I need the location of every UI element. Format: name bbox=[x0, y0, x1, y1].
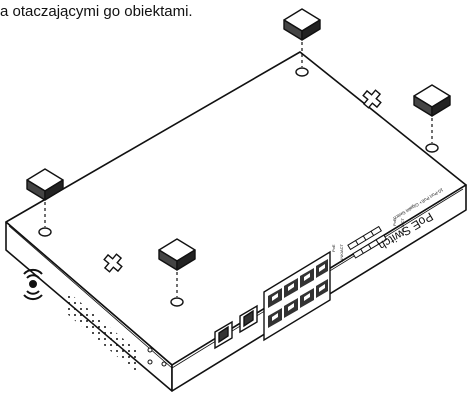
foot-spot-1 bbox=[295, 67, 309, 77]
foot-spot-2 bbox=[425, 143, 439, 153]
foot-mounting-spots bbox=[38, 67, 439, 307]
led-indicator-panel bbox=[347, 225, 388, 259]
panel-label-linkact-2: LINK/ACT bbox=[400, 217, 405, 236]
rubber-foot-1 bbox=[283, 8, 321, 41]
uplink-ports bbox=[214, 304, 258, 350]
front-fan-icon bbox=[23, 268, 43, 301]
rubber-foot-3 bbox=[26, 168, 64, 201]
rubber-foot-2 bbox=[413, 84, 451, 117]
screw-hole-2 bbox=[103, 253, 123, 273]
panel-label-linkact-1: LINK/ACT bbox=[339, 243, 344, 262]
instruction-caption: a otaczającymi go obiektami. bbox=[0, 3, 193, 20]
front-led-dots bbox=[147, 347, 167, 367]
alignment-guides bbox=[44, 42, 433, 297]
poe-port-block bbox=[263, 250, 331, 342]
foot-spot-4 bbox=[170, 297, 184, 307]
switch-body bbox=[5, 51, 467, 392]
rubber-foot-4 bbox=[158, 238, 196, 271]
panel-label-poe-1: PoE bbox=[331, 244, 336, 252]
screw-hole-1 bbox=[362, 89, 382, 109]
front-vent-grid bbox=[66, 290, 140, 376]
screw-holes bbox=[103, 89, 382, 273]
foot-spot-3 bbox=[38, 227, 52, 237]
rubber-feet bbox=[26, 8, 451, 271]
panel-label-poe-2: PoE bbox=[392, 218, 397, 226]
